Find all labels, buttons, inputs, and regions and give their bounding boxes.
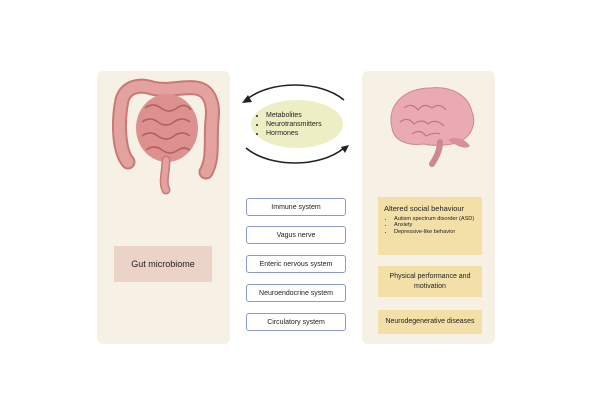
arrow-left-head — [242, 95, 252, 103]
brain-icon — [390, 87, 475, 167]
outcome-social-behaviour: Altered social behaviour Autism spectrum… — [378, 197, 482, 255]
outcome-social-item: Autism spectrum disorder (ASD) — [394, 216, 476, 222]
pathway-immune-system: Immune system — [246, 198, 346, 216]
outcome-social-item: Depressive-like behavior — [394, 229, 476, 235]
pathway-enteric-nervous-system: Enteric nervous system — [246, 255, 346, 273]
signal-item: Metabolites — [266, 112, 322, 121]
outcome-social-item: Anxiety — [394, 222, 476, 228]
signal-item: Neurotransmitters — [266, 121, 322, 130]
pathway-neuroendocrine-system: Neuroendocrine system — [246, 284, 346, 302]
pathway-circulatory-system: Circulatory system — [246, 313, 346, 331]
signals-list: Metabolites Neurotransmitters Hormones — [256, 112, 322, 138]
signal-item: Hormones — [266, 130, 322, 139]
outcome-neurodegenerative: Neurodegenerative diseases — [378, 310, 482, 334]
outcome-physical-performance: Physical performance and motivation — [378, 266, 482, 297]
outcome-social-list: Autism spectrum disorder (ASD) Anxiety D… — [384, 216, 476, 235]
bidirectional-arrows — [242, 84, 349, 164]
gut-microbiome-label: Gut microbiome — [114, 246, 212, 282]
pathway-vagus-nerve: Vagus nerve — [246, 226, 346, 244]
arrow-right-head — [341, 145, 349, 153]
signals-ellipse — [251, 100, 343, 148]
outcome-social-title: Altered social behaviour — [384, 204, 465, 213]
intestine-icon — [112, 78, 220, 195]
